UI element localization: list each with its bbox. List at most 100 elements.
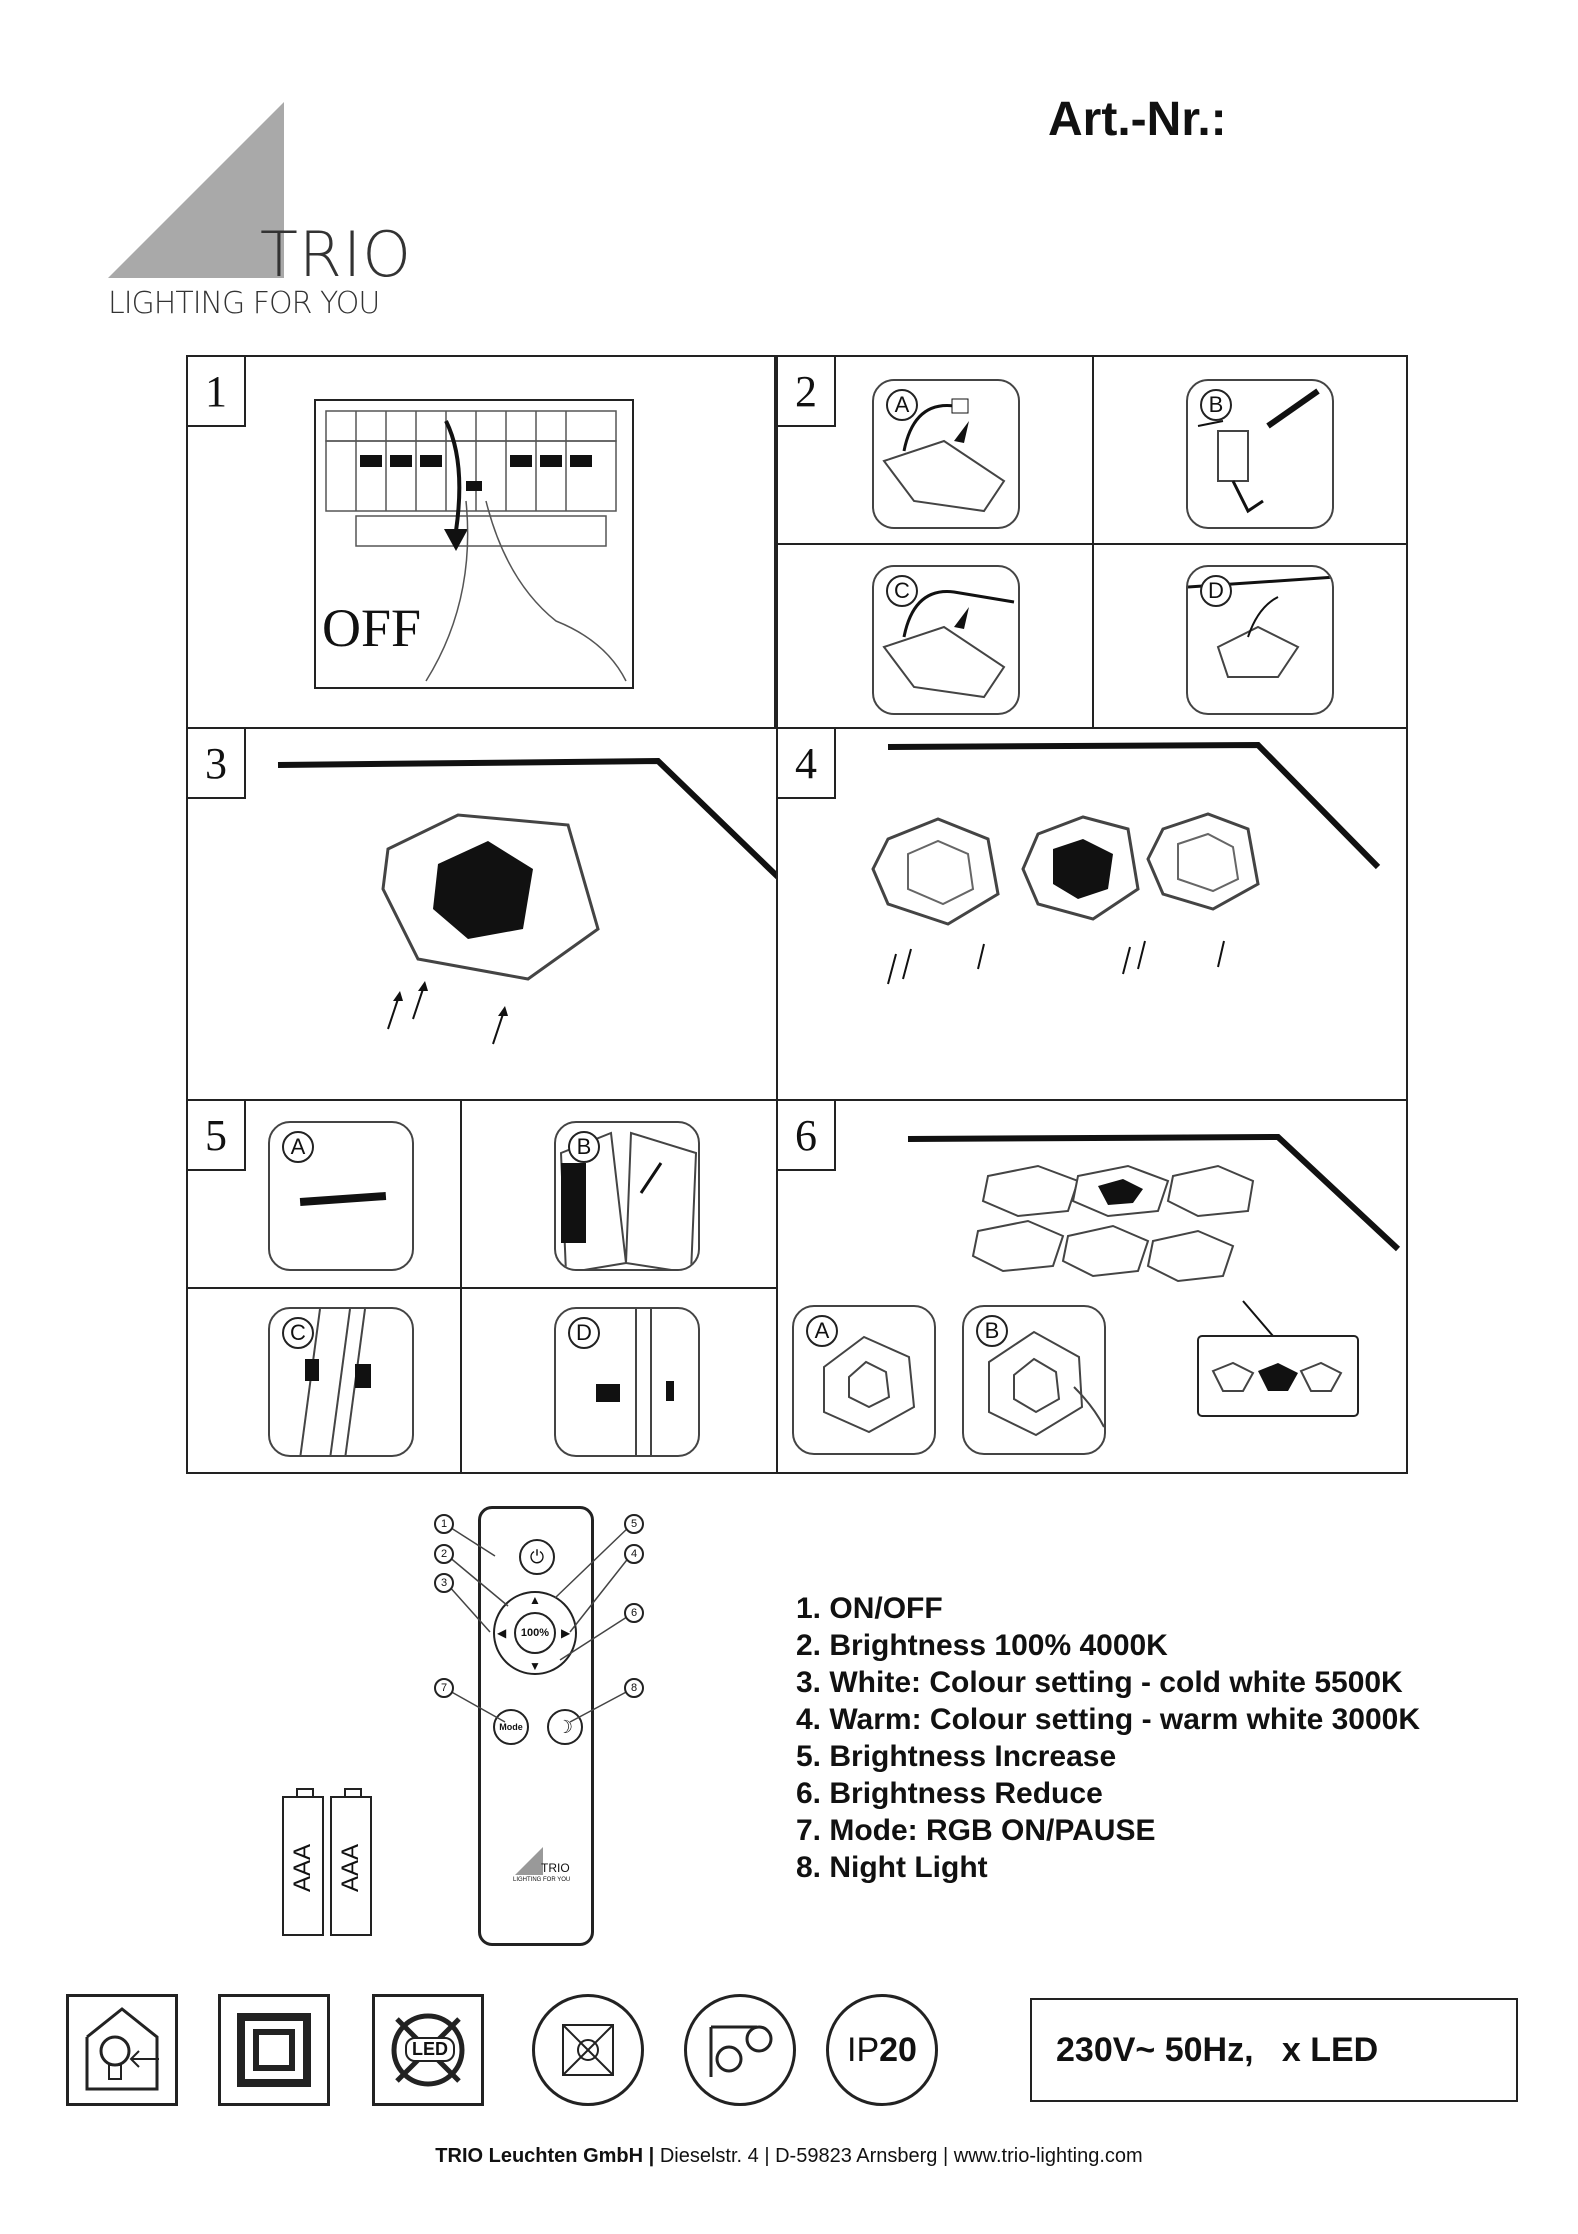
- footer-street: Dieselstr. 4: [659, 2145, 759, 2167]
- legend-item: 8. Night Light: [796, 1851, 988, 1884]
- circuit-breaker-icon: [325, 410, 627, 682]
- step-6-panel: 6 A: [776, 1099, 1408, 1474]
- step-number: 5: [186, 1099, 246, 1171]
- legend-item: 1. ON/OFF: [796, 1592, 943, 1625]
- battery-1: AAA: [282, 1788, 324, 1936]
- step-6a-cover-illustration: A: [792, 1305, 936, 1455]
- remote-control: ⏻ 100% ▲ ▼ ◀ ▶ Mode ☽ TRIO LIGHTING FOR …: [478, 1506, 594, 1946]
- callout-8: 8: [624, 1678, 644, 1698]
- footer-website[interactable]: www.trio-lighting.com: [953, 2145, 1143, 2167]
- legend-item: 7. Mode: RGB ON/PAUSE: [796, 1814, 1156, 1847]
- step-5c-clip-illustration: C: [268, 1307, 414, 1457]
- no-led-replace-icon: LED: [372, 1994, 484, 2106]
- step-5b-join-illustration: B: [554, 1121, 700, 1271]
- center-button[interactable]: 100%: [514, 1612, 556, 1654]
- ip-label: IP: [847, 2030, 880, 2069]
- hex-cover-icon: [823, 1335, 916, 1434]
- led-label: LED: [405, 2037, 455, 2062]
- min-distance-icon: [684, 1994, 796, 2106]
- logo-triangle-icon: [108, 102, 284, 278]
- clip-icon: [299, 1309, 371, 1455]
- step-5d-clip-illustration: D: [554, 1307, 700, 1457]
- sub-label: B: [976, 1315, 1008, 1347]
- brand-tagline: LIGHTING FOR YOU: [108, 286, 380, 321]
- legend-item: 6. Brightness Reduce: [796, 1777, 1103, 1810]
- step-4-panel: 4: [776, 727, 1408, 1101]
- hex-cover-icon: [988, 1330, 1104, 1437]
- single-hex-mount-illustration: [277, 757, 778, 1045]
- step-2b-terminal-illustration: B: [1186, 379, 1334, 529]
- night-light-button[interactable]: ☽: [547, 1709, 583, 1745]
- brightness-up-icon[interactable]: ▲: [529, 1593, 541, 1607]
- remote-logo: TRIO LIGHTING FOR YOU: [513, 1847, 585, 1897]
- legend-item: 2. Brightness 100% 4000K: [796, 1629, 1168, 1662]
- remote-callouts: 1 2 3 4 5 6 7 8: [430, 1510, 650, 1810]
- off-label: OFF: [322, 598, 422, 658]
- white-left-icon[interactable]: ◀: [497, 1626, 507, 1640]
- trio-logo: TRIO LIGHTING FOR YOU: [108, 100, 428, 330]
- footer-separator: |: [648, 2145, 655, 2167]
- step-number: 3: [186, 727, 246, 799]
- voltage-text: 230V~ 50Hz, x LED: [1056, 2030, 1379, 2069]
- mode-button[interactable]: Mode: [493, 1709, 529, 1745]
- sub-label: C: [282, 1317, 314, 1349]
- step-number: 1: [186, 355, 246, 427]
- triple-hex-mount-illustration: [871, 741, 1381, 985]
- sub-label: D: [568, 1317, 600, 1349]
- step-number: 6: [776, 1099, 836, 1171]
- step-6b-cover-illustration: B: [962, 1305, 1106, 1455]
- class-ii-icon: [218, 1994, 330, 2106]
- logo-triangle-icon: [515, 1847, 543, 1875]
- brightness-down-icon[interactable]: ▼: [529, 1659, 541, 1673]
- instruction-grid: 1: [186, 355, 1408, 1474]
- step-2a-wire-illustration: A: [872, 379, 1020, 529]
- moon-icon: ☽: [556, 1716, 574, 1737]
- sub-label: A: [806, 1315, 838, 1347]
- callout-3: 3: [434, 1573, 454, 1593]
- step-number: 2: [776, 355, 836, 427]
- power-icon: ⏻: [529, 1546, 545, 1567]
- callout-2: 2: [434, 1544, 454, 1564]
- ip-value: 20: [879, 2030, 917, 2069]
- step-5-panel: 5 A B C: [186, 1099, 778, 1474]
- callout-6: 6: [624, 1603, 644, 1623]
- wire-connector-icon: [882, 590, 1015, 699]
- footer-city: D-59823 Arnsberg: [775, 2145, 938, 2167]
- wire-connector-icon: [882, 398, 1006, 513]
- no-cover-icon: [532, 1994, 644, 2106]
- footer-company: TRIO Leuchten GmbH: [435, 2145, 644, 2167]
- step-number: 4: [776, 727, 836, 799]
- clip-icon: [596, 1309, 674, 1455]
- sub-label: D: [1200, 575, 1232, 607]
- footer-separator: |: [764, 2145, 770, 2167]
- step-2-panel: 2 A B: [776, 355, 1408, 729]
- direction-pad[interactable]: 100% ▲ ▼ ◀ ▶: [493, 1591, 577, 1675]
- fuse-box-illustration: OFF: [314, 399, 634, 689]
- article-number-label: Art.-Nr.:: [1048, 93, 1227, 146]
- legend-item: 3. White: Colour setting - cold white 55…: [796, 1666, 1403, 1699]
- callout-1: 1: [434, 1514, 454, 1534]
- footer-separator: |: [942, 2145, 949, 2167]
- callout-7: 7: [434, 1678, 454, 1698]
- sub-label: B: [1200, 389, 1232, 421]
- sub-label: A: [282, 1131, 314, 1163]
- step-1-panel: 1: [186, 355, 776, 729]
- indoor-bulb-icon: [66, 1994, 178, 2106]
- sub-label: A: [886, 389, 918, 421]
- battery-label: AAA: [337, 1843, 364, 1893]
- remote-brand: TRIO: [541, 1861, 570, 1875]
- legend-item: 5. Brightness Increase: [796, 1740, 1117, 1773]
- callout-5: 5: [624, 1514, 644, 1534]
- step-3-panel: 3: [186, 727, 778, 1101]
- legend-item: 4. Warm: Colour setting - warm white 300…: [796, 1703, 1421, 1736]
- power-button[interactable]: ⏻: [519, 1539, 555, 1575]
- brand-name: TRIO: [260, 218, 413, 291]
- callout-4: 4: [624, 1544, 644, 1564]
- warm-right-icon[interactable]: ▶: [561, 1626, 571, 1640]
- connector-bar-icon: [299, 1192, 387, 1206]
- sub-label: B: [568, 1131, 600, 1163]
- page-footer: TRIO Leuchten GmbH | Dieselstr. 4 | D-59…: [0, 2145, 1578, 2168]
- sub-label: C: [886, 575, 918, 607]
- step-2c-wire-illustration: C: [872, 565, 1020, 715]
- remote-tagline: LIGHTING FOR YOU: [513, 1877, 571, 1883]
